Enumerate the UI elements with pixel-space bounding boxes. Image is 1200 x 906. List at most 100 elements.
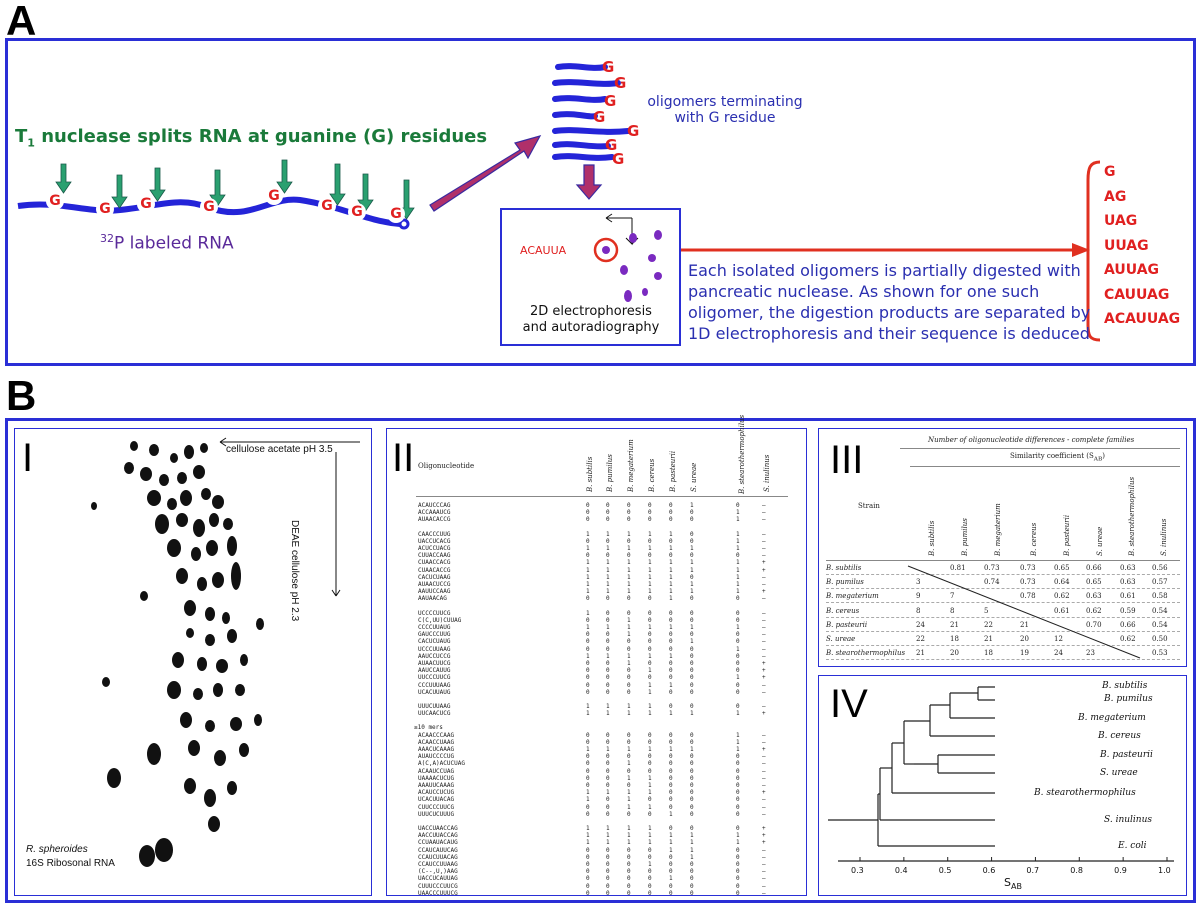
oligo-sequence: AAUAACAG (418, 595, 447, 603)
oligo-count: 1 (627, 796, 631, 804)
oligo-count: 0 (736, 753, 740, 761)
strain-header: Strain (858, 502, 880, 510)
oligo-count: + (762, 660, 766, 667)
sim-cell: 20 (1020, 635, 1029, 643)
oligo-count: 0 (586, 853, 590, 861)
oligo-count: – (762, 846, 766, 854)
oligo-count: 0 (736, 782, 740, 789)
oligo-count: 1 (606, 652, 610, 660)
oligo-count: – (762, 782, 766, 789)
sim-cell: 0.58 (1152, 592, 1168, 601)
oligo-count: 0 (586, 782, 590, 789)
oligo-count: 0 (648, 738, 652, 746)
oligo-count: 0 (669, 738, 673, 746)
oligo-count: + (762, 559, 766, 567)
g-marker: G (387, 205, 405, 223)
oligo-count: 0 (690, 530, 694, 538)
oligo-count: 0 (586, 616, 590, 624)
oligo-count: 1 (627, 660, 631, 667)
oligo-count: 0 (586, 631, 590, 639)
oligo-sequence: (C--,U,)AAG (418, 868, 458, 876)
oligo-count: 0 (586, 681, 590, 689)
oligo-sequence: ACCAAAUCG (418, 509, 451, 517)
electrophoresis-box (500, 208, 681, 346)
oligo-sequence: UACCUAACCAG (418, 825, 458, 832)
oligo-count: – (762, 731, 766, 739)
oligo-count: – (762, 803, 766, 811)
oligo-count: – (762, 738, 766, 746)
oligo-count: 0 (586, 638, 590, 646)
oligo-sequence: UCCCCUUCG (418, 609, 451, 617)
oligo-count: 0 (627, 738, 631, 746)
oligo-count: 0 (690, 609, 694, 617)
g-marker: G (605, 136, 618, 154)
oligo-sequence: CUUUCCCUUCG (418, 882, 458, 890)
axis-tick-label: 0.6 (982, 866, 996, 875)
sim-row-label: B. megaterium (826, 592, 879, 601)
oligo-count: + (762, 746, 766, 753)
oligo-count: – (762, 537, 766, 545)
oligo-count: – (762, 853, 766, 861)
sim-cell: 0.66 (1086, 564, 1102, 572)
sim-cell: 22 (984, 620, 993, 629)
oligo-count: 1 (627, 566, 631, 574)
oligo-count: 0 (690, 861, 694, 868)
g-marker: G (137, 195, 155, 213)
sim-cell: 22 (916, 635, 925, 643)
oligo-count: 1 (586, 545, 590, 552)
oligo-count: 0 (690, 753, 694, 761)
oligo-count: 1 (648, 588, 652, 596)
oligo-count: 0 (586, 674, 590, 682)
oligo-count: 1 (648, 782, 652, 789)
oligo-count: 1 (669, 652, 673, 660)
oligo-count: 1 (690, 566, 694, 574)
oligo-sequence: UACCUCAUUAG (418, 875, 458, 883)
oligo-count: 0 (736, 796, 740, 804)
oligo-count: 0 (627, 810, 631, 818)
oligomer-label: oligomers terminating with G residue (647, 94, 803, 126)
oligo-count: – (762, 552, 766, 560)
oligo-count: 1 (648, 545, 652, 552)
oligo-count: 0 (736, 889, 740, 897)
oligo-count: 0 (690, 731, 694, 739)
oligo-count: 1 (648, 825, 652, 832)
oligo-count: 0 (586, 803, 590, 811)
sim-cell: 0.50 (1152, 635, 1168, 643)
oligo-count: 0 (606, 782, 610, 789)
oligo-count: 1 (736, 588, 740, 596)
oligo-count: 1 (736, 509, 740, 517)
oligo-count: 0 (627, 502, 631, 509)
oligo-count: 0 (606, 638, 610, 646)
oligo-count: 0 (736, 616, 740, 624)
oligo-count: 0 (669, 789, 673, 797)
panel-a-letter: A (6, 0, 37, 44)
oligo-count: 0 (690, 760, 694, 768)
oligo-count: 1 (586, 746, 590, 753)
sim-row-rule (826, 588, 1180, 590)
oligo-count: 1 (648, 581, 652, 588)
oligo-count: 1 (648, 746, 652, 753)
labeled-rna-label: 32P labeled RNA (100, 232, 234, 254)
oligo-count: 0 (648, 645, 652, 653)
sim-cell: 21 (1020, 620, 1029, 629)
oligo-sequence: UUCAACUCG (418, 710, 451, 718)
oligo-count: 0 (606, 609, 610, 617)
oligo-count: – (762, 609, 766, 617)
panel-b-frame (5, 418, 1196, 903)
oligo-sequence: AAUUCCAAG (418, 588, 451, 596)
oligo-count: 0 (736, 667, 740, 675)
oligo-count: – (762, 502, 766, 509)
sequence-ladder: G AG UAG UUAG AUUAG CAUUAG ACAUUAG (1104, 164, 1181, 327)
sim-cell: 12 (1054, 635, 1063, 643)
oligo-count: 1 (669, 681, 673, 689)
oligo-count: 0 (736, 825, 740, 832)
oligo-count: 0 (669, 825, 673, 832)
oligo-count: 0 (648, 509, 652, 517)
oligo-count: 0 (606, 875, 610, 883)
g-marker: G (627, 122, 640, 140)
acauua-label: ACAUUA (520, 244, 567, 257)
oligo-count: 1 (669, 746, 673, 753)
oligo-sequence: CCCUUUAAG (418, 681, 451, 689)
oligo-count: + (762, 832, 766, 840)
panel-iii-frame (818, 428, 1187, 667)
